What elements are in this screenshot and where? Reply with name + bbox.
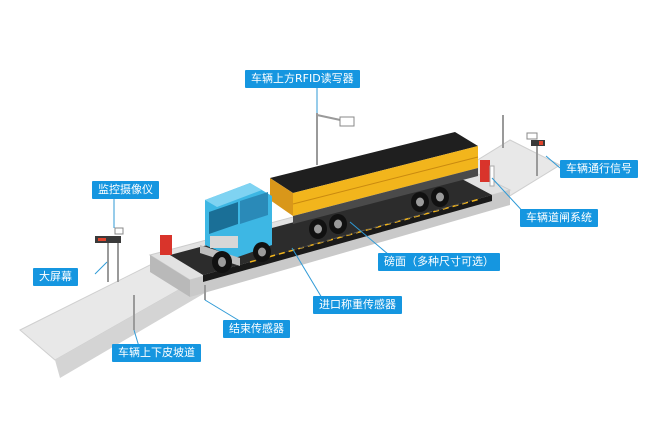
end-sensor-label: 结束传感器 <box>223 320 290 338</box>
entry-sensor-label: 进口称重传感器 <box>313 296 402 314</box>
truck-trailer <box>270 132 479 239</box>
scale-platform-label: 磅面（多种尺寸可选） <box>378 253 500 271</box>
truck-cab <box>200 183 272 273</box>
ramp-label: 车辆上下皮坡道 <box>112 344 201 362</box>
barrier-gates <box>160 160 495 255</box>
devices <box>95 116 545 243</box>
monitor-camera-label: 监控摄像仪 <box>92 181 159 199</box>
vehicle-signal-label: 车辆通行信号 <box>560 160 638 178</box>
barrier-system-label: 车辆道闸系统 <box>520 209 598 227</box>
big-screen-label: 大屏幕 <box>33 268 78 286</box>
rfid-reader-label: 车辆上方RFID读写器 <box>245 70 360 88</box>
